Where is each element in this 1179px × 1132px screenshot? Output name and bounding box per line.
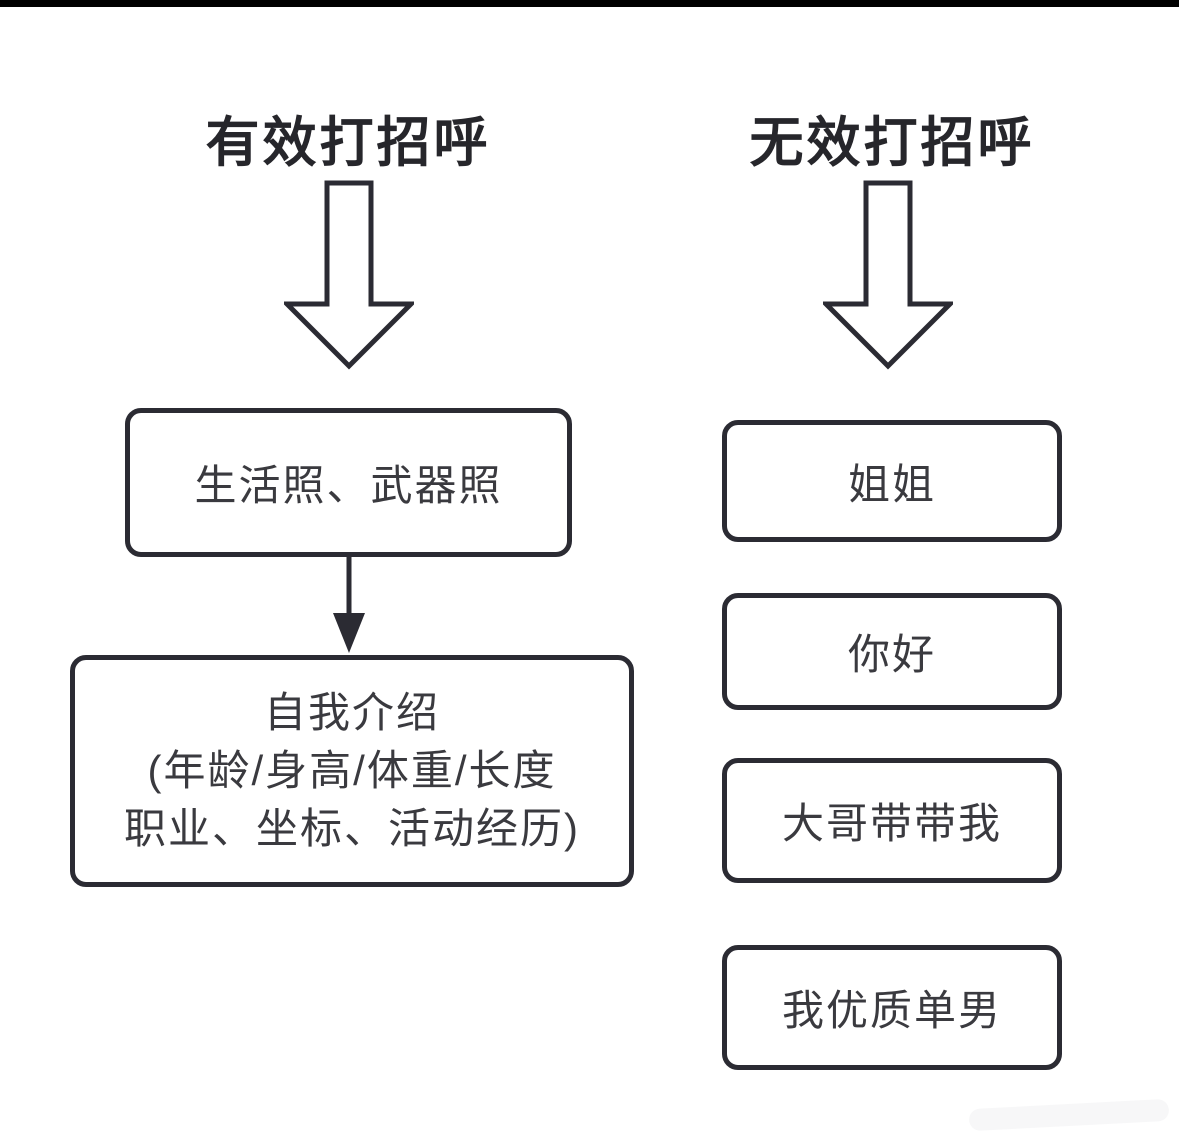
- left-big-down-arrow-shape: [284, 180, 414, 370]
- self-intro-line-3: 职业、坐标、活动经历): [124, 804, 580, 852]
- right-node-quality-single-man: 我优质单男: [722, 945, 1062, 1070]
- connector-down-arrow-icon: [333, 555, 365, 653]
- right-node-jiejie: 姐姐: [722, 420, 1062, 542]
- right-node-nihao: 你好: [722, 593, 1062, 710]
- watermark-smudge: [968, 1098, 1170, 1132]
- left-big-down-arrow-icon: [284, 180, 414, 370]
- left-node-photos: 生活照、武器照: [125, 408, 572, 557]
- left-node-self-intro: 自我介绍 (年龄/身高/体重/长度 职业、坐标、活动经历): [70, 655, 634, 887]
- right-node-nihao-label: 你好: [847, 631, 936, 678]
- right-node-dage-daidai-wo: 大哥带带我: [722, 758, 1062, 883]
- self-intro-line-1: 自我介绍: [263, 689, 440, 737]
- top-border-strip: [0, 0, 1179, 7]
- right-node-dage-daidai-wo-label: 大哥带带我: [781, 800, 1002, 847]
- self-intro-line-2: (年龄/身高/体重/长度: [147, 747, 557, 795]
- right-node-quality-single-man-label: 我优质单男: [781, 987, 1002, 1034]
- left-node-photos-label: 生活照、武器照: [194, 462, 503, 509]
- right-column-title: 无效打招呼: [749, 113, 1035, 173]
- right-big-down-arrow-shape: [823, 180, 953, 370]
- left-column-title: 有效打招呼: [205, 113, 491, 173]
- connector-arrowhead: [333, 613, 365, 653]
- left-node-self-intro-label: 自我介绍 (年龄/身高/体重/长度 职业、坐标、活动经历): [124, 684, 580, 858]
- right-big-down-arrow-icon: [823, 180, 953, 370]
- right-node-jiejie-label: 姐姐: [847, 460, 936, 508]
